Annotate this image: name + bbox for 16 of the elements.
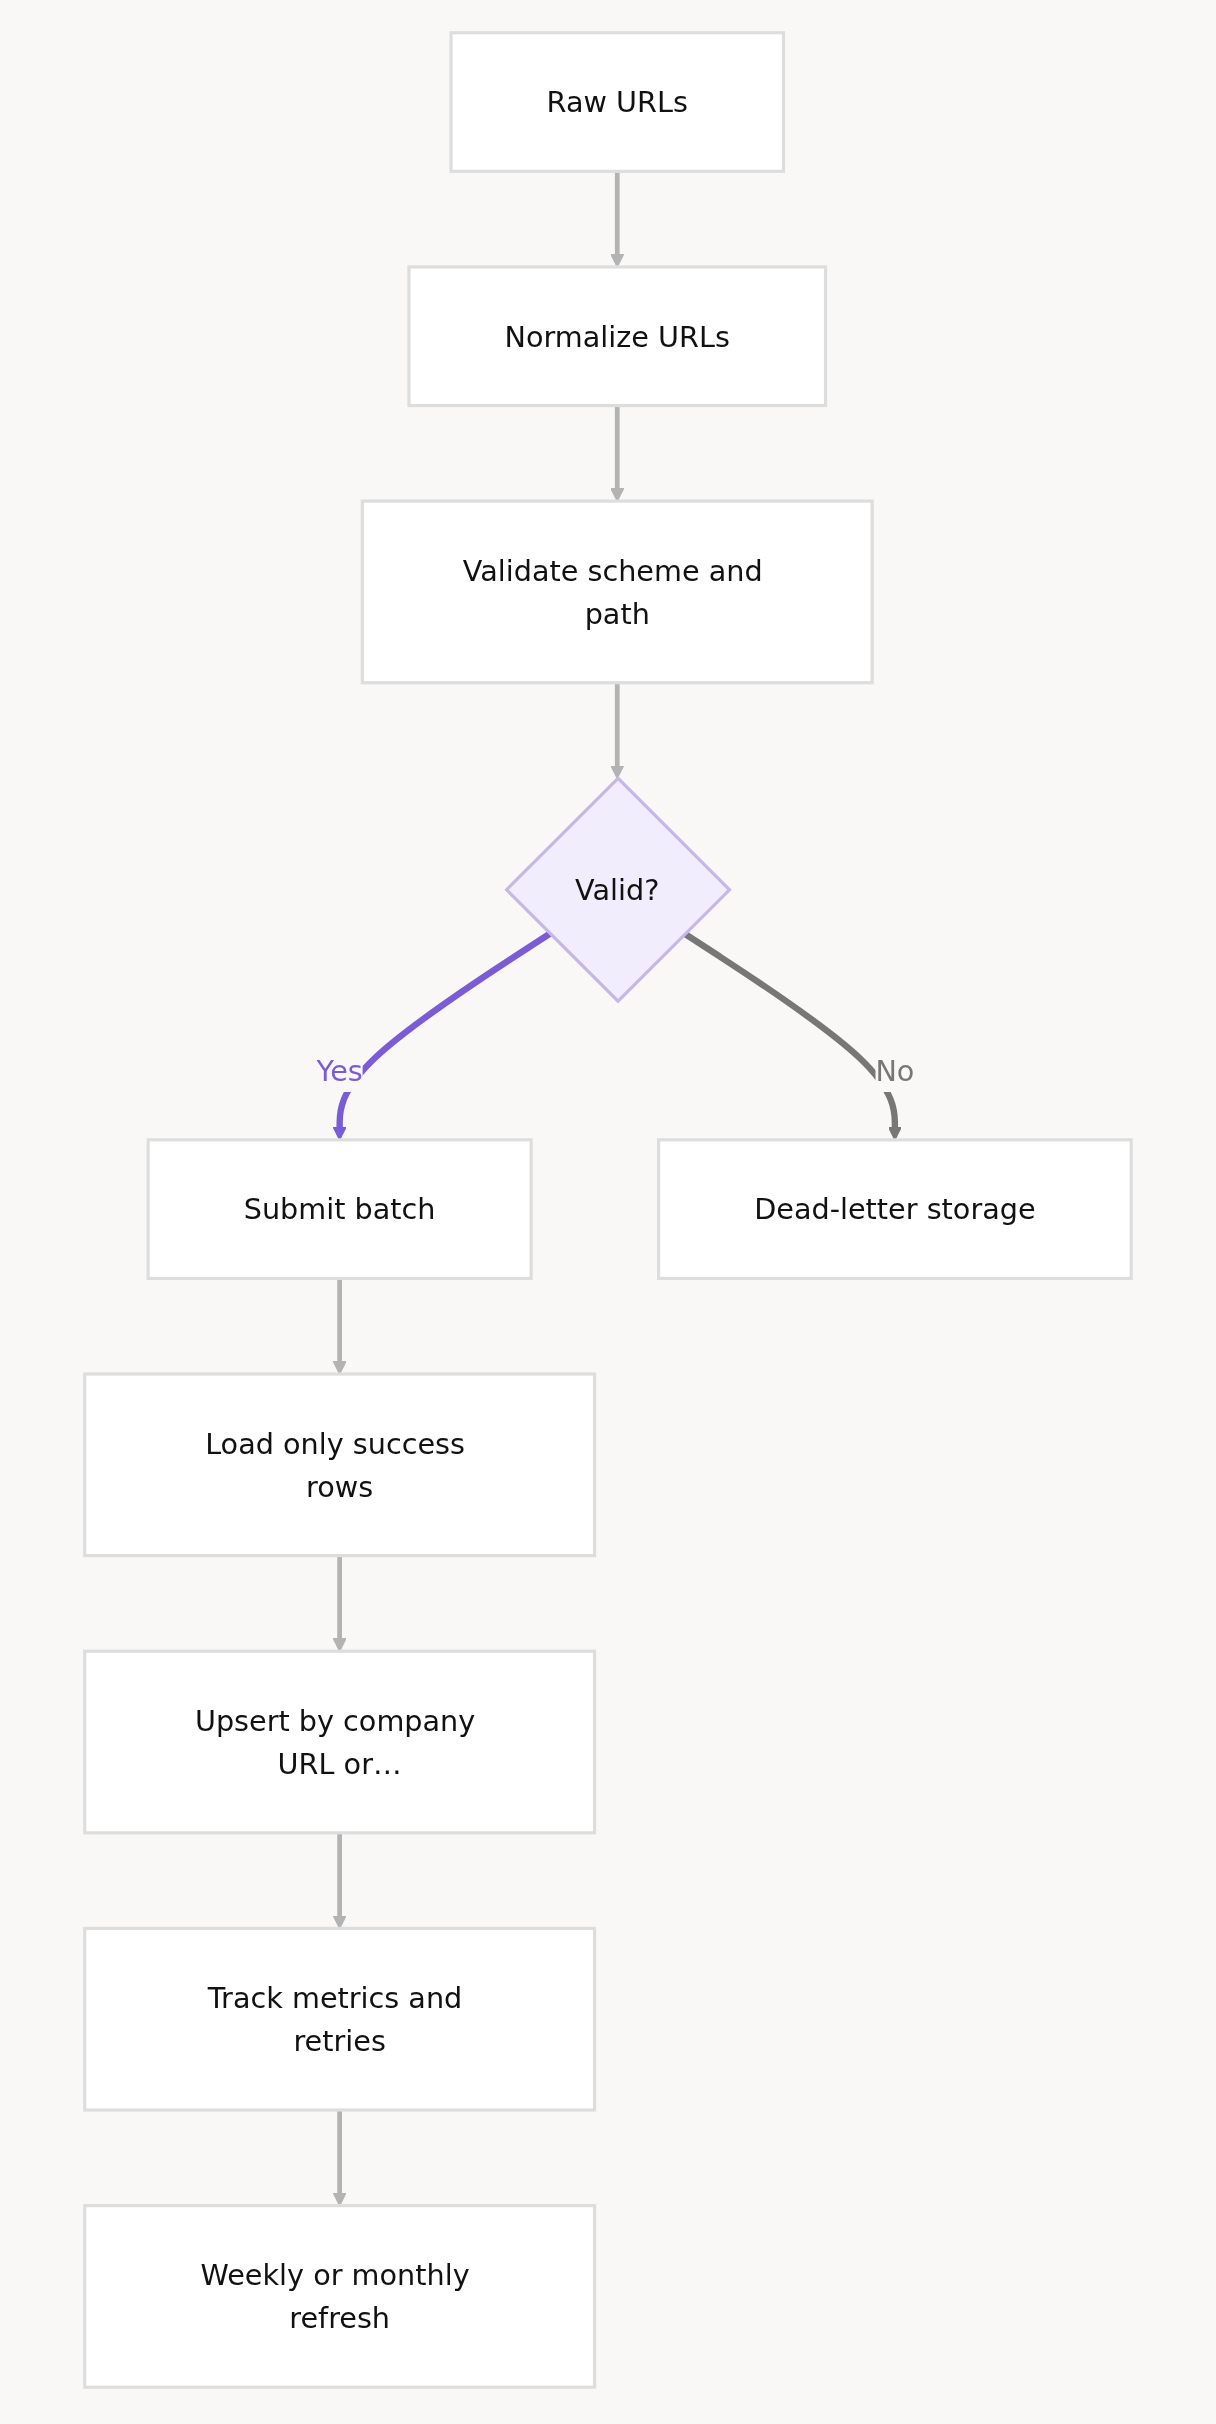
node-box: Normalize URLs bbox=[407, 265, 828, 408]
node-box: Dead-letter storage bbox=[657, 1138, 1133, 1281]
node-box: Submit batch bbox=[146, 1138, 533, 1281]
edge-label: Yes bbox=[316, 1053, 363, 1088]
arrow bbox=[610, 405, 625, 502]
node-diamond: Valid? bbox=[504, 776, 732, 1004]
node-box: Upsert by company URL or… bbox=[83, 1649, 597, 1835]
node-box: Load only success rows bbox=[83, 1372, 597, 1558]
node-box: Raw URLs bbox=[449, 31, 786, 173]
arrow bbox=[332, 1278, 347, 1375]
arrow bbox=[610, 682, 625, 779]
node-box: Weekly or monthly refresh bbox=[83, 2204, 597, 2389]
arrow bbox=[332, 1555, 347, 1652]
node-box: Validate scheme and path bbox=[360, 499, 874, 685]
node-box: Track metrics and retries bbox=[83, 1926, 597, 2112]
edge-label: No bbox=[875, 1053, 915, 1088]
